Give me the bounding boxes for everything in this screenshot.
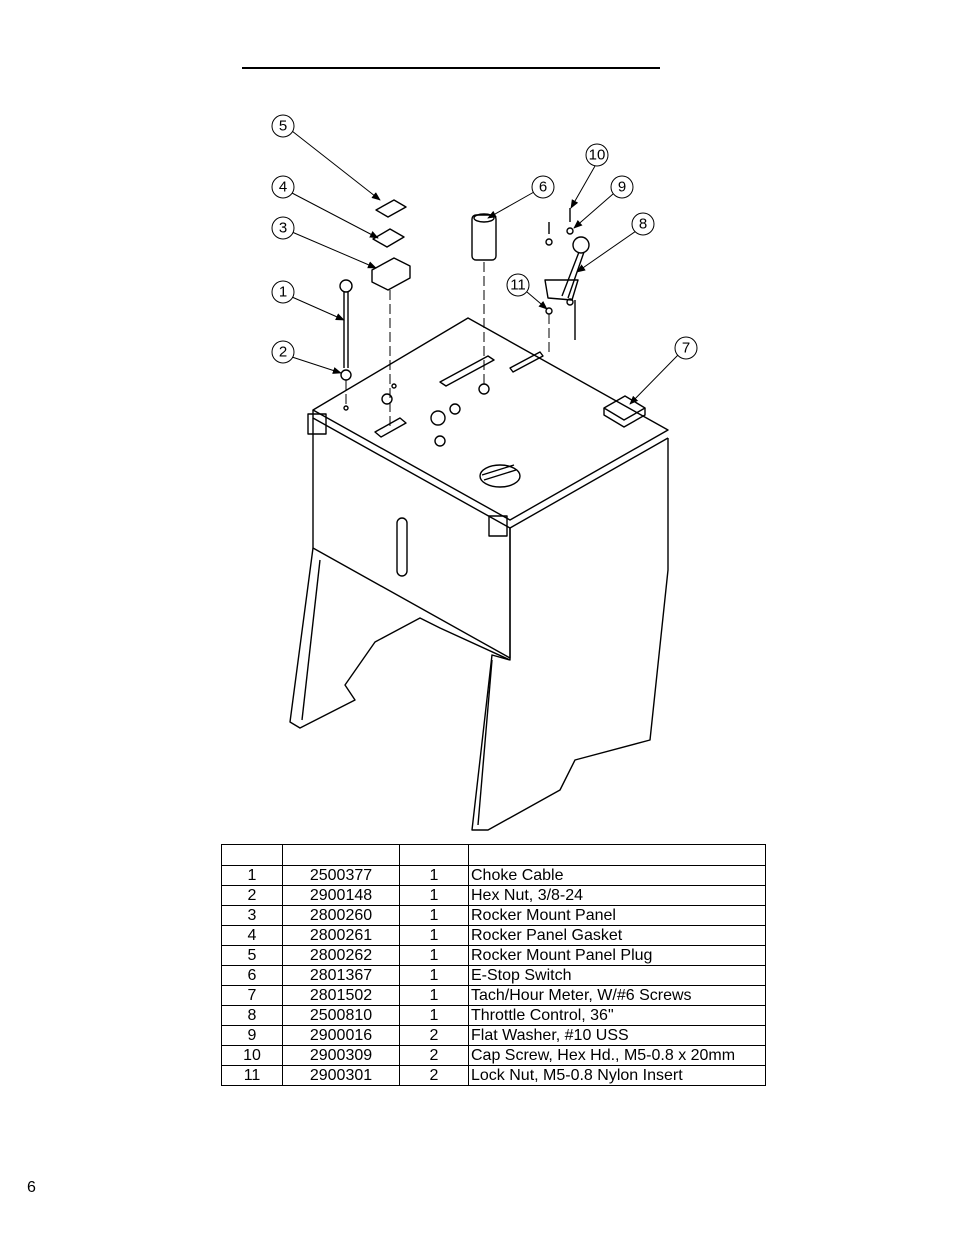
callout-label-6: 6 (539, 179, 547, 196)
item-number: 5 (221, 945, 283, 966)
callout-label-3: 3 (279, 220, 287, 237)
quantity: 1 (399, 865, 469, 886)
quantity: 2 (399, 1045, 469, 1066)
callout-label-10: 10 (589, 147, 606, 164)
description: E-Stop Switch (468, 965, 766, 986)
table-row: 5 2800262 1 Rocker Mount Panel Plug (221, 945, 766, 966)
item-number: 8 (221, 1005, 283, 1026)
callout-10 (585, 143, 609, 167)
callout-label-7: 7 (682, 340, 690, 357)
table-row: 4 2800261 1 Rocker Panel Gasket (221, 925, 766, 946)
part-number: 2500377 (282, 865, 400, 886)
title-underline (242, 67, 660, 69)
quantity: 1 (399, 885, 469, 906)
item-number: 1 (221, 865, 283, 886)
part-number: 2900148 (282, 885, 400, 906)
part-number: 2801502 (282, 985, 400, 1006)
description: Cap Screw, Hex Hd., M5-0.8 x 20mm (468, 1045, 766, 1066)
table-row: 9 2900016 2 Flat Washer, #10 USS (221, 1025, 766, 1046)
item-number: 9 (221, 1025, 283, 1046)
callout-7 (674, 336, 698, 360)
quantity: 2 (399, 1025, 469, 1046)
header-description (468, 844, 766, 866)
item-number: 2 (221, 885, 283, 906)
table-row: 10 2900309 2 Cap Screw, Hex Hd., M5-0.8 … (221, 1045, 766, 1066)
rocker-mount-shape (371, 257, 411, 291)
top-panel (312, 317, 669, 521)
part-number: 2800261 (282, 925, 400, 946)
left-leg (289, 547, 511, 729)
description: Lock Nut, M5-0.8 Nylon Insert (468, 1065, 766, 1086)
rocker-plug-shape (375, 199, 407, 218)
tach-meter-shape (603, 395, 646, 421)
header-qty (399, 844, 469, 866)
part-number: 2801367 (282, 965, 400, 986)
part-number: 2500810 (282, 1005, 400, 1026)
item-number: 4 (221, 925, 283, 946)
callout-3 (271, 216, 295, 240)
table-row: 8 2500810 1 Throttle Control, 36" (221, 1005, 766, 1026)
description: Rocker Mount Panel Plug (468, 945, 766, 966)
description: Rocker Mount Panel (468, 905, 766, 926)
callout-label-2: 2 (279, 344, 287, 361)
callout-5 (271, 114, 295, 138)
item-number: 3 (221, 905, 283, 926)
callout-label-4: 4 (279, 179, 287, 196)
part-number: 2800262 (282, 945, 400, 966)
callout-label-5: 5 (279, 118, 287, 135)
right-side-panel (471, 438, 669, 831)
callout-11 (506, 273, 530, 297)
quantity: 1 (399, 945, 469, 966)
quantity: 1 (399, 905, 469, 926)
quantity: 1 (399, 965, 469, 986)
callout-9 (610, 175, 634, 199)
exploded-assembly-diagram: 5 4 3 1 2 6 10 9 8 11 7 (271, 114, 698, 831)
description: Tach/Hour Meter, W/#6 Screws (468, 985, 766, 1006)
callout-2 (271, 340, 295, 364)
part-number: 2800260 (282, 905, 400, 926)
description: Flat Washer, #10 USS (468, 1025, 766, 1046)
description: Hex Nut, 3/8-24 (468, 885, 766, 906)
quantity: 1 (399, 925, 469, 946)
parts-list-table: 1 2500377 1 Choke Cable 2 2900148 1 Hex … (221, 844, 766, 1086)
callout-label-11: 11 (510, 277, 526, 294)
table-row: 2 2900148 1 Hex Nut, 3/8-24 (221, 885, 766, 906)
part-number: 2900301 (282, 1065, 400, 1086)
description: Throttle Control, 36" (468, 1005, 766, 1026)
table-row: 3 2800260 1 Rocker Mount Panel (221, 905, 766, 926)
callout-label-8: 8 (639, 216, 647, 233)
quantity: 2 (399, 1065, 469, 1086)
item-number: 7 (221, 985, 283, 1006)
item-number: 10 (221, 1045, 283, 1066)
callout-label-1: 1 (279, 284, 287, 301)
header-item (221, 844, 283, 866)
item-number: 6 (221, 965, 283, 986)
callout-1 (271, 280, 295, 304)
callout-label-9: 9 (618, 179, 626, 196)
quantity: 1 (399, 1005, 469, 1026)
description: Choke Cable (468, 865, 766, 886)
part-number: 2900309 (282, 1045, 400, 1066)
callout-8 (631, 212, 655, 236)
callout-6 (531, 175, 555, 199)
rocker-gasket-shape (372, 228, 405, 248)
table-row: 7 2801502 1 Tach/Hour Meter, W/#6 Screws (221, 985, 766, 1006)
table-row: 11 2900301 2 Lock Nut, M5-0.8 Nylon Inse… (221, 1065, 766, 1086)
page-number: 6 (27, 1179, 36, 1196)
table-row: 6 2801367 1 E-Stop Switch (221, 965, 766, 986)
table-header-row (221, 844, 766, 866)
e-stop-shape (471, 214, 497, 261)
item-number: 11 (221, 1065, 283, 1086)
part-number: 2900016 (282, 1025, 400, 1046)
table-row: 1 2500377 1 Choke Cable (221, 865, 766, 886)
description: Rocker Panel Gasket (468, 925, 766, 946)
header-part-number (282, 844, 400, 866)
callout-4 (271, 175, 295, 199)
quantity: 1 (399, 985, 469, 1006)
